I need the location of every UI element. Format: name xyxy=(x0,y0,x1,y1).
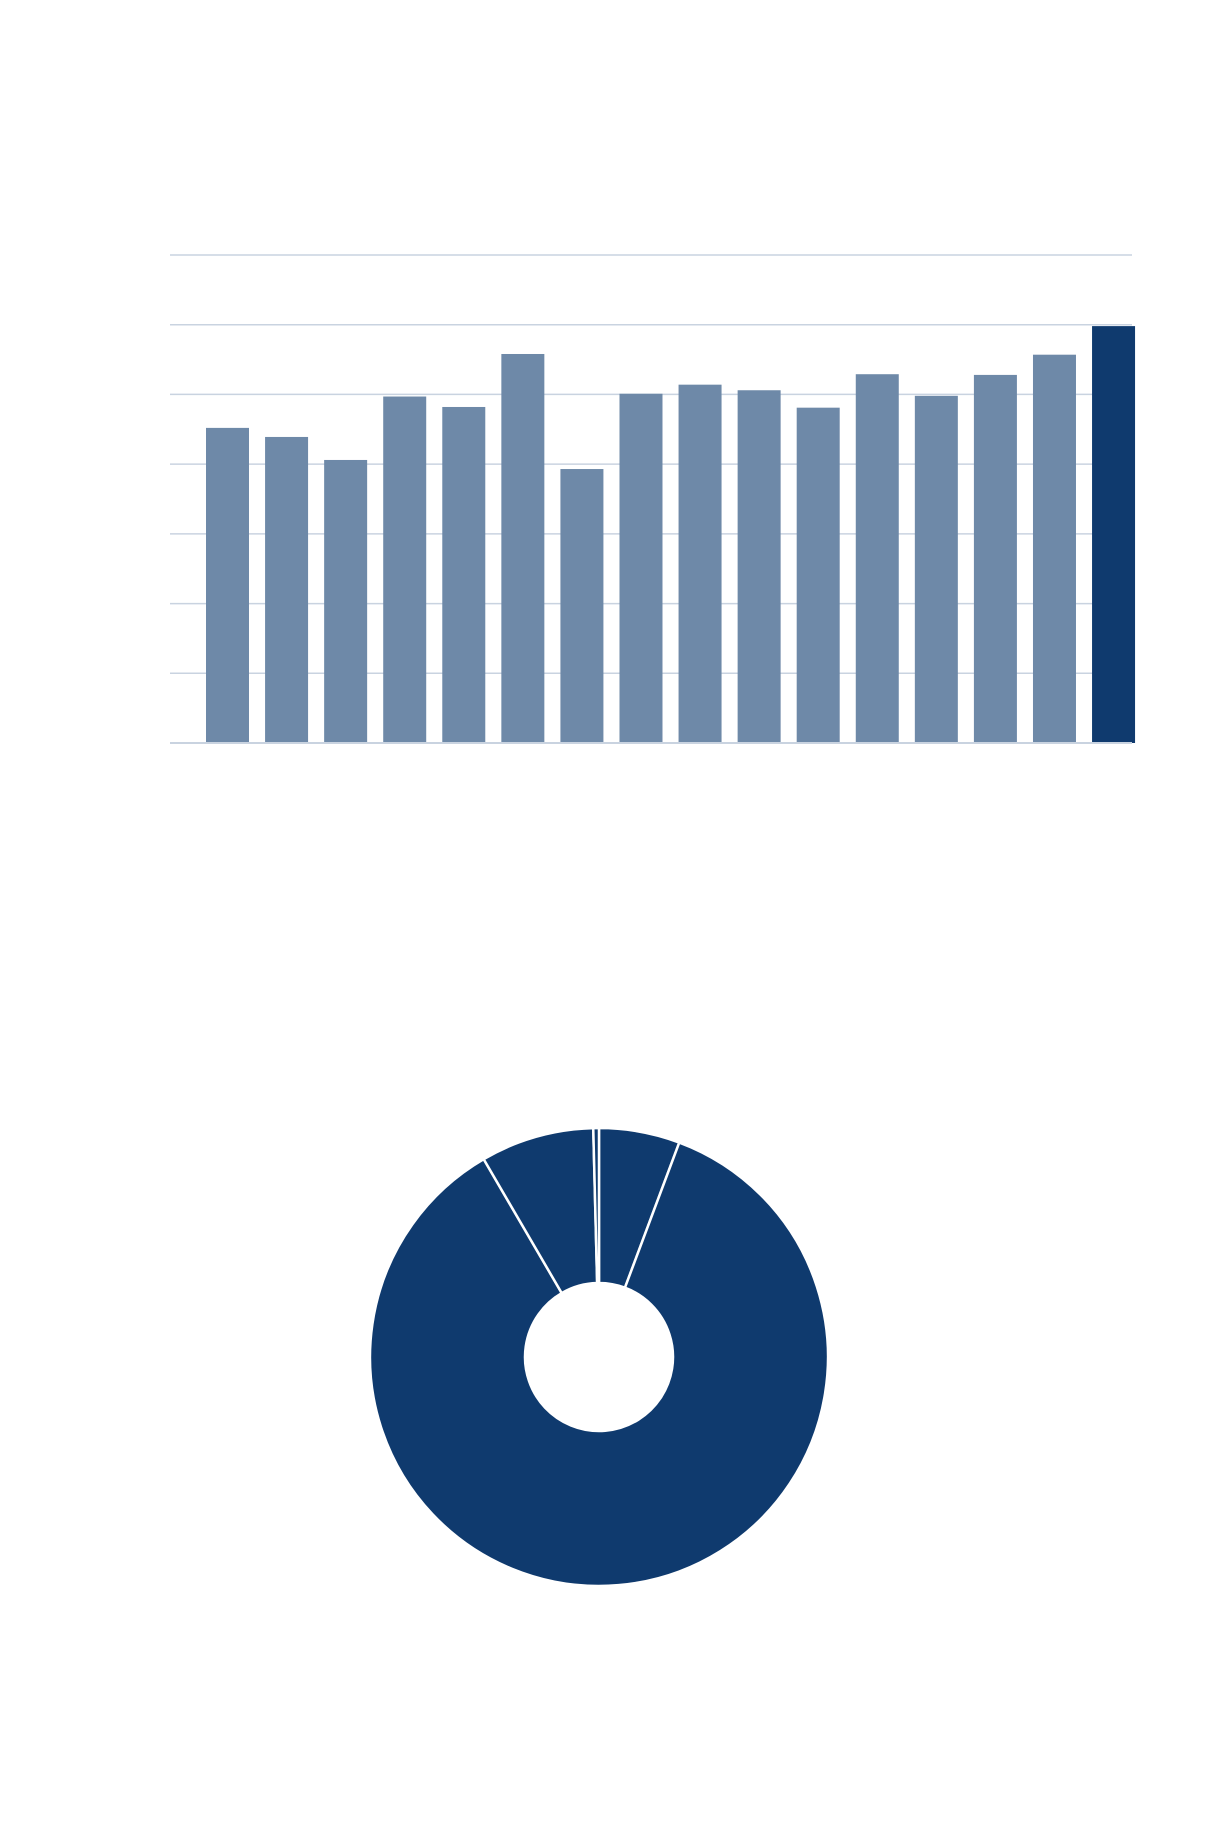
bar xyxy=(324,459,368,743)
bar xyxy=(1092,326,1136,743)
bar xyxy=(501,353,545,743)
bar xyxy=(383,396,427,743)
bar xyxy=(1032,354,1076,743)
bar-series xyxy=(206,326,1136,743)
bar xyxy=(737,390,781,743)
bar xyxy=(914,395,958,743)
bar xyxy=(442,406,486,743)
bar xyxy=(973,374,1017,743)
bar xyxy=(619,393,663,743)
donut-slice xyxy=(591,1126,601,1285)
bar xyxy=(265,436,309,743)
donut-slice xyxy=(368,1141,830,1588)
bar xyxy=(678,384,722,743)
donut-slices xyxy=(368,1126,830,1588)
bar xyxy=(855,374,899,743)
bar xyxy=(796,407,840,743)
bar-chart xyxy=(170,254,1136,744)
bar xyxy=(206,427,249,743)
bar xyxy=(560,469,604,743)
